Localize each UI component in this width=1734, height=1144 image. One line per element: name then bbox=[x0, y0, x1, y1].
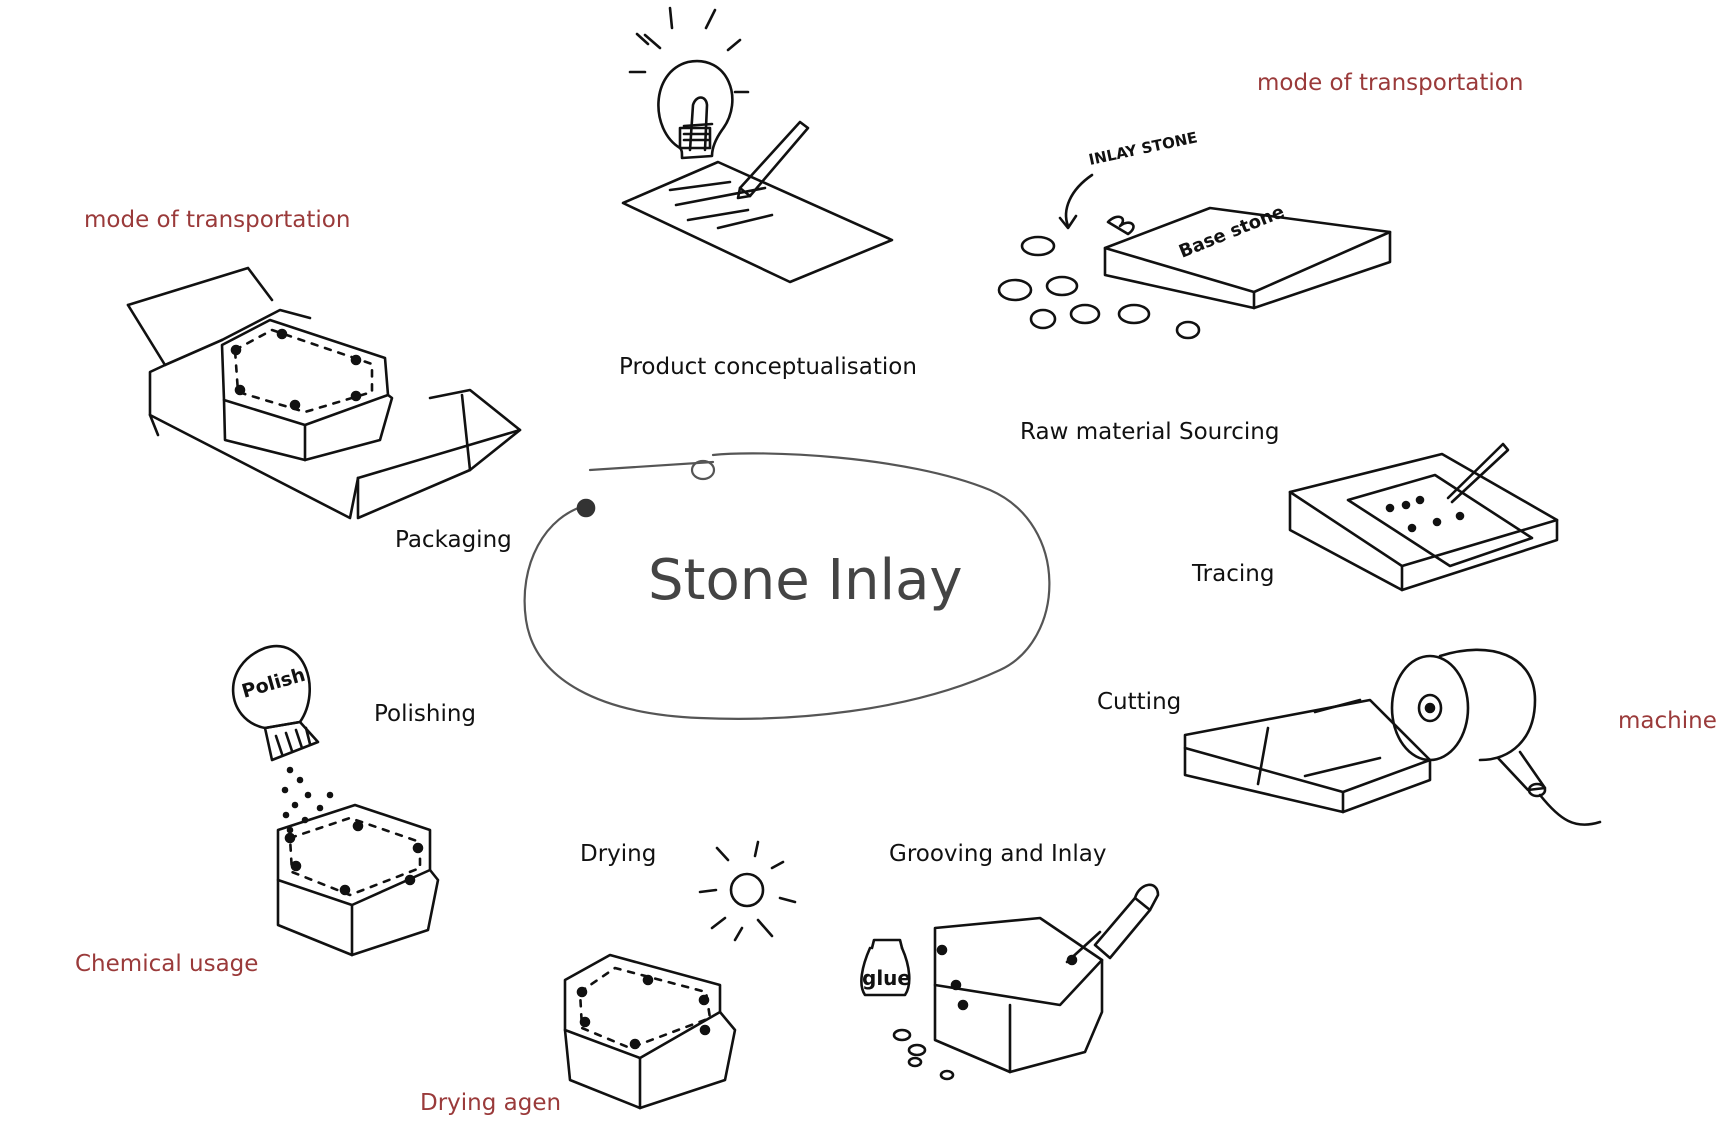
step-raw-material-sourcing: Raw material Sourcing bbox=[1020, 419, 1280, 445]
glue-bottle-icon: glue bbox=[860, 938, 955, 1081]
annotation-transport-left: mode of transportation bbox=[84, 207, 351, 233]
step-product-conceptualisation: Product conceptualisation bbox=[619, 354, 917, 380]
cutting-machine-icon bbox=[1183, 648, 1602, 826]
dropper-icon bbox=[1065, 883, 1160, 964]
step-drying: Drying bbox=[580, 841, 657, 867]
tracing-paper-icon bbox=[1288, 442, 1559, 592]
annotation-machine: machine bbox=[1618, 708, 1717, 734]
step-grooving-and-inlay: Grooving and Inlay bbox=[889, 841, 1107, 867]
stone-slab-icon: Base stone INLAY STONE bbox=[997, 128, 1392, 340]
glue-text: glue bbox=[862, 966, 911, 990]
loop-start-marker bbox=[690, 459, 716, 481]
polish-bottle-icon: Polish bbox=[231, 644, 334, 834]
paper-pencil-icon bbox=[621, 120, 894, 284]
polishing-stone-icon bbox=[276, 803, 440, 957]
diagram-title: Stone Inlay bbox=[648, 548, 963, 613]
lightbulb-icon bbox=[628, 6, 750, 160]
annotation-chemical-usage: Chemical usage bbox=[75, 951, 259, 977]
loop-end-marker bbox=[576, 498, 596, 518]
polish-text: Polish bbox=[239, 664, 307, 703]
process-loop bbox=[523, 452, 1051, 720]
inlay-stone-text: INLAY STONE bbox=[1087, 128, 1199, 169]
step-polishing: Polishing bbox=[374, 701, 477, 727]
grooving-stone-icon bbox=[933, 916, 1104, 1074]
step-cutting: Cutting bbox=[1097, 689, 1182, 715]
annotation-transport-top: mode of transportation bbox=[1257, 70, 1524, 96]
sun-icon bbox=[698, 840, 797, 942]
step-tracing: Tracing bbox=[1192, 561, 1275, 587]
drying-stone-icon bbox=[563, 953, 737, 1110]
annotation-drying-agent: Drying agen bbox=[420, 1090, 562, 1116]
step-packaging: Packaging bbox=[395, 527, 512, 553]
open-box-icon bbox=[126, 266, 522, 520]
